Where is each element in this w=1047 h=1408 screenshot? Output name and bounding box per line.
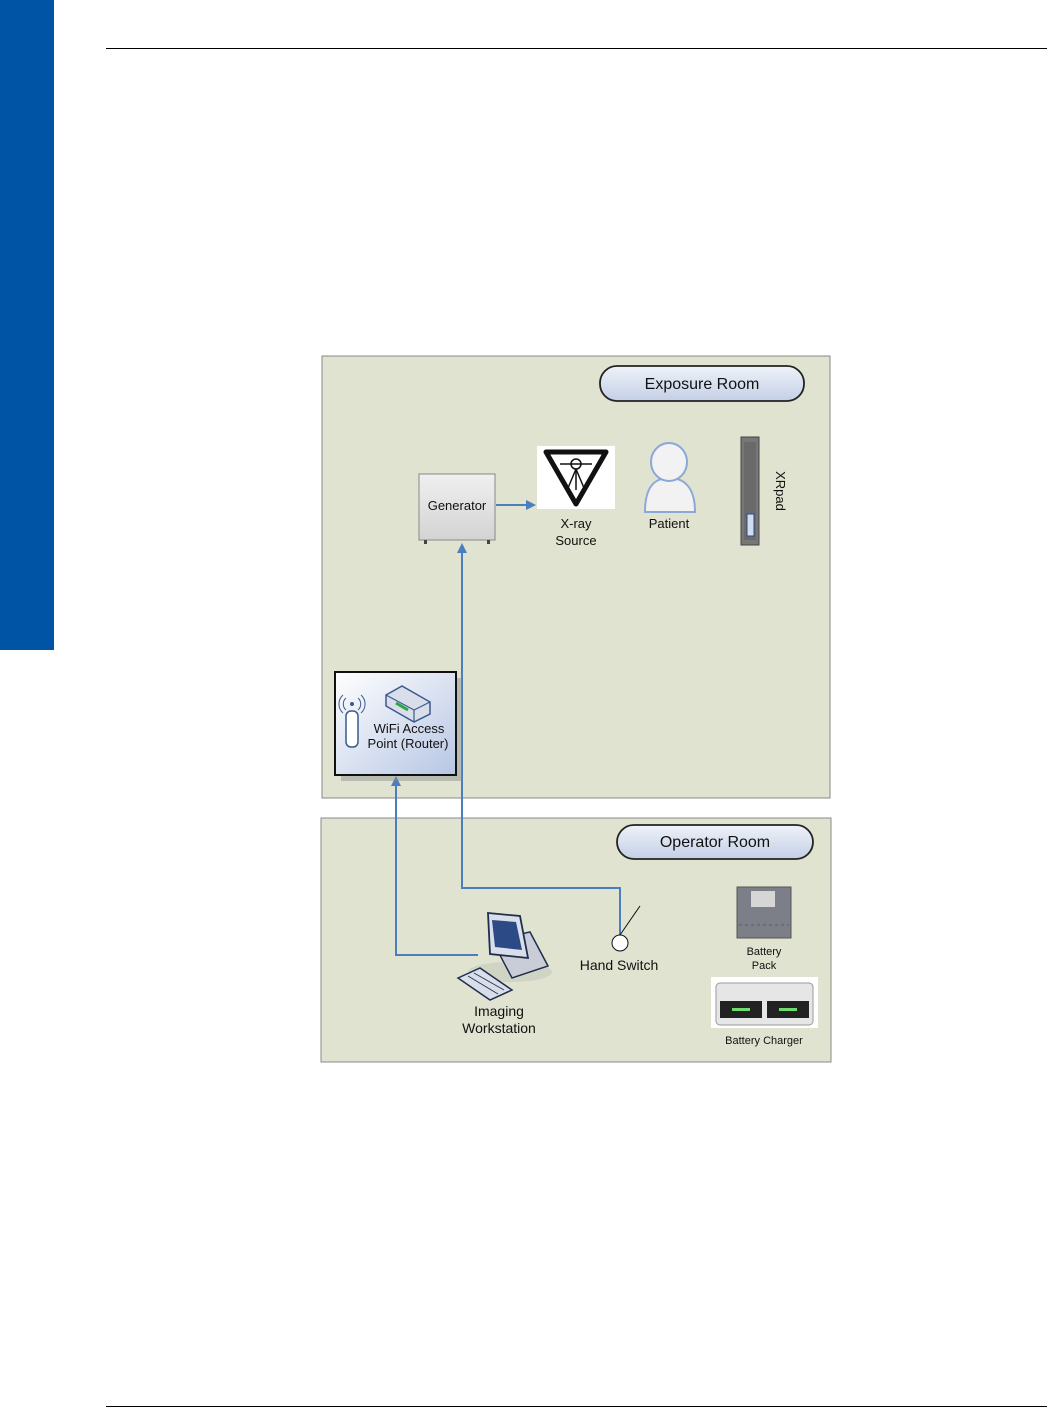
svg-text:XRpad: XRpad [773, 471, 788, 511]
exposure-room-label: Exposure Room [600, 366, 804, 401]
battery-charger: Battery Charger [711, 977, 818, 1047]
svg-text:Operator Room: Operator Room [660, 834, 770, 851]
svg-text:Generator: Generator [428, 498, 487, 513]
svg-text:X-ray: X-ray [560, 516, 592, 531]
svg-text:Battery: Battery [747, 946, 782, 958]
operator-room-label: Operator Room [617, 825, 813, 859]
svg-text:Point (Router): Point (Router) [368, 736, 449, 751]
generator: Generator [419, 474, 495, 544]
svg-text:Imaging: Imaging [474, 1003, 524, 1019]
svg-text:Battery Charger: Battery Charger [725, 1035, 803, 1047]
svg-text:WiFi Access: WiFi Access [374, 721, 445, 736]
svg-text:Workstation: Workstation [462, 1020, 536, 1036]
svg-text:Hand Switch: Hand Switch [580, 957, 659, 973]
wifi-access-point: WiFi Access Point (Router) [335, 672, 462, 781]
svg-text:Patient: Patient [649, 516, 690, 531]
svg-text:Pack: Pack [752, 960, 777, 972]
svg-text:Source: Source [555, 533, 596, 548]
svg-text:Exposure Room: Exposure Room [645, 376, 760, 393]
